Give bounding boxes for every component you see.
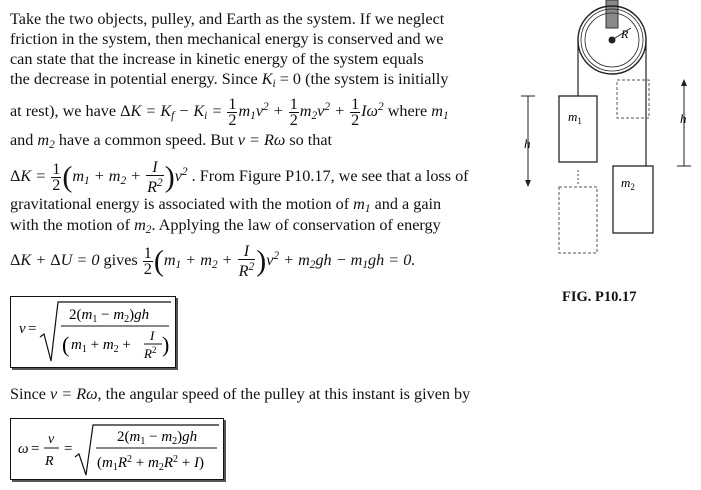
mass-1-final-position	[558, 186, 598, 254]
height-label-right: h	[680, 111, 687, 126]
svg-text:2(m1 − m2)gh: 2(m1 − m2)gh	[117, 429, 197, 447]
text-line-2: friction in the system, then mechanical …	[10, 30, 444, 48]
text-line-1: Take the two objects, pulley, and Earth …	[10, 10, 445, 28]
velocity-formula: v = 2(m1 − m2)gh ( m1 + m2 + I R2 )	[19, 301, 171, 362]
svg-text:(m1R2 + m2R2 + I): (m1R2 + m2R2 + I)	[97, 454, 204, 473]
svg-text:I: I	[149, 328, 155, 343]
text-line-4: the decrease in potential energy. Since …	[10, 70, 449, 90]
radius-line	[611, 27, 632, 41]
svg-text:=: =	[64, 441, 72, 457]
svg-text:m1 + m2 +: m1 + m2 +	[71, 337, 131, 355]
pulley-figure: R m1 m2 h h	[521, 0, 691, 254]
svg-text:R2: R2	[143, 345, 156, 361]
radius-label: R	[620, 27, 629, 41]
svg-text:=: =	[28, 321, 36, 337]
svg-text:2(m1 − m2)gh: 2(m1 − m2)gh	[69, 307, 149, 325]
figure-caption: FIG. P10.17	[562, 289, 637, 305]
pulley-mount	[605, 0, 619, 29]
svg-text:=: =	[31, 441, 39, 457]
since-line: Since v = Rω, the angular speed of the p…	[10, 385, 471, 403]
height-label-left: h	[524, 136, 531, 151]
mass-1-block	[558, 95, 598, 163]
svg-text:v: v	[48, 432, 55, 447]
svg-text:v: v	[19, 321, 26, 337]
mass-1-label: m1	[568, 109, 582, 126]
svg-text:ω: ω	[18, 441, 29, 457]
omega-formula: ω = v R = 2(m1 − m2)gh (m1R2 + m2R2 + I)	[18, 424, 219, 476]
result-omega-box: ω = v R = 2(m1 − m2)gh (m1R2 + m2R2 + I)	[10, 418, 224, 480]
mass-2-block	[612, 165, 654, 234]
text-line-6: and m2 have a common speed. But v = Rω s…	[10, 131, 333, 151]
mass-2-final-position	[616, 79, 650, 119]
text-line-3: can state that the increase in kinetic e…	[10, 50, 424, 68]
svg-text:R: R	[44, 454, 54, 469]
mass-2-label: m2	[621, 175, 635, 192]
initial-ke-eq: Ki	[261, 70, 276, 90]
text-line-9: with the motion of m2. Applying the law …	[10, 216, 441, 236]
svg-text:): )	[162, 332, 169, 357]
svg-text:(: (	[62, 332, 69, 357]
result-velocity-box: v = 2(m1 − m2)gh ( m1 + m2 + I R2 )	[10, 296, 176, 368]
text-line-8: gravitational energy is associated with …	[10, 195, 442, 215]
